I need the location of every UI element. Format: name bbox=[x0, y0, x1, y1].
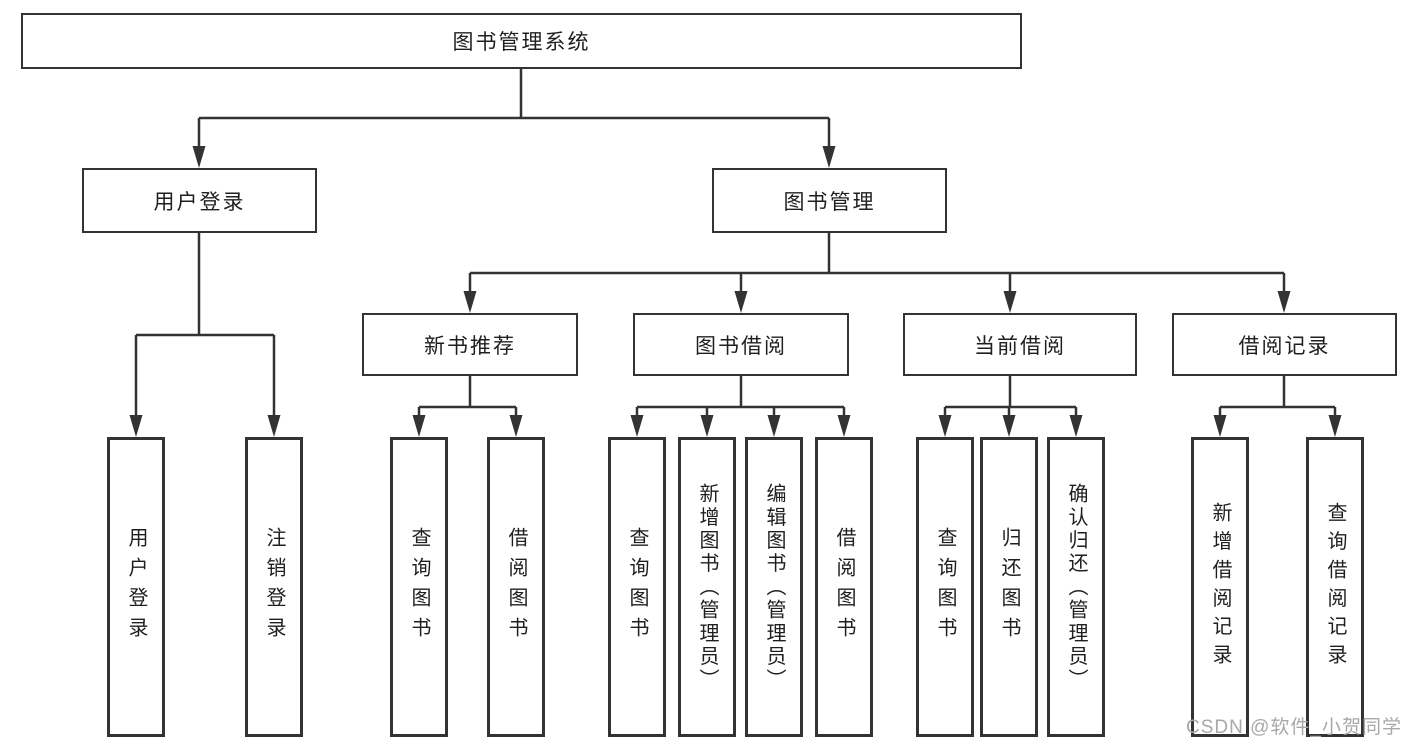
leaf-br-query-record: 查询借阅记录 bbox=[1306, 437, 1364, 737]
leaf-bb-query-books-label: 查询图书 bbox=[626, 527, 648, 647]
leaf-cb-return-books: 归还图书 bbox=[980, 437, 1038, 737]
leaf-cb-query-books: 查询图书 bbox=[916, 437, 974, 737]
node-root-system: 图书管理系统 bbox=[21, 13, 1022, 69]
leaf-br-add-record: 新增借阅记录 bbox=[1191, 437, 1249, 737]
leaf-bb-borrow-books-label: 借阅图书 bbox=[833, 527, 855, 647]
leaf-user-login: 用户登录 bbox=[107, 437, 165, 737]
leaf-bb-edit-books-admin-label: 编辑图书（管理员） bbox=[763, 482, 785, 692]
leaf-nb-query-books: 查询图书 bbox=[390, 437, 448, 737]
node-user-login: 用户登录 bbox=[82, 168, 317, 233]
leaf-nb-borrow-books: 借阅图书 bbox=[487, 437, 545, 737]
leaf-bb-borrow-books: 借阅图书 bbox=[815, 437, 873, 737]
csdn-watermark: CSDN @软件_小贺同学 bbox=[1186, 717, 1402, 738]
leaf-logout: 注销登录 bbox=[245, 437, 303, 737]
leaf-cb-confirm-return-admin-label: 确认归还（管理员） bbox=[1065, 482, 1087, 692]
leaf-bb-query-books: 查询图书 bbox=[608, 437, 666, 737]
leaf-cb-query-books-label: 查询图书 bbox=[934, 527, 956, 647]
node-borrow-records: 借阅记录 bbox=[1172, 313, 1397, 376]
leaf-nb-query-books-label: 查询图书 bbox=[408, 527, 430, 647]
node-new-book-recommend: 新书推荐 bbox=[362, 313, 578, 376]
leaf-logout-label: 注销登录 bbox=[263, 527, 285, 647]
leaf-br-query-record-label: 查询借阅记录 bbox=[1324, 501, 1346, 673]
node-current-borrowing: 当前借阅 bbox=[903, 313, 1137, 376]
leaf-br-add-record-label: 新增借阅记录 bbox=[1209, 501, 1231, 673]
leaf-cb-confirm-return-admin: 确认归还（管理员） bbox=[1047, 437, 1105, 737]
node-book-management: 图书管理 bbox=[712, 168, 947, 233]
leaf-nb-borrow-books-label: 借阅图书 bbox=[505, 527, 527, 647]
leaf-bb-add-books-admin: 新增图书（管理员） bbox=[678, 437, 736, 737]
leaf-bb-edit-books-admin: 编辑图书（管理员） bbox=[745, 437, 803, 737]
node-book-borrowing: 图书借阅 bbox=[633, 313, 849, 376]
leaf-user-login-label: 用户登录 bbox=[125, 527, 147, 647]
leaf-bb-add-books-admin-label: 新增图书（管理员） bbox=[696, 482, 718, 692]
leaf-cb-return-books-label: 归还图书 bbox=[998, 527, 1020, 647]
